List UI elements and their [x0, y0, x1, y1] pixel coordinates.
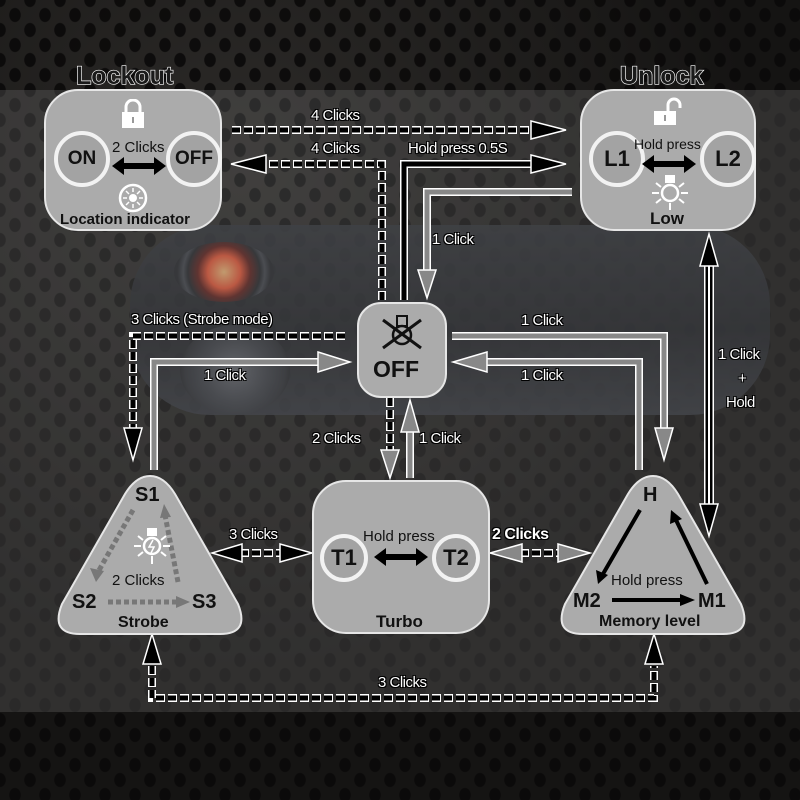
state-on: ON [54, 131, 110, 187]
label-off-to-memory: 1 Click [521, 312, 563, 329]
double-arrow-icon [642, 155, 696, 173]
strobe-transition-label: 2 Clicks [112, 572, 165, 589]
memory-caption: Memory level [599, 613, 701, 630]
location-indicator-caption: Location indicator [60, 211, 191, 228]
label-off-to-turbo: 2 Clicks [312, 430, 361, 447]
label-unlock-memory-plus: + [738, 370, 747, 387]
turbo-caption: Turbo [376, 612, 423, 631]
lockout-node[interactable]: ON OFF 2 Clicks Location indicator [44, 89, 222, 231]
turbo-node[interactable]: T1 T2 Hold press Turbo [312, 480, 490, 634]
label-off-to-strobe: 3 Clicks (Strobe mode) [131, 311, 273, 328]
unlock-title: Unlock [619, 61, 704, 90]
unlock-node[interactable]: L1 L2 Hold press Low [580, 89, 756, 231]
memory-node[interactable]: H Hold press M2 M1 Memory level [563, 476, 743, 634]
arrow-off-to-unlock [400, 154, 567, 300]
state-l1: L1 [589, 131, 645, 187]
arrow-memory-strobe-bottom [141, 631, 665, 702]
state-off: OFF [166, 131, 222, 187]
strobe-caption: Strobe [118, 614, 169, 631]
strobe-s2: S2 [72, 591, 97, 613]
arrow-off-to-lockout [230, 154, 386, 300]
arrow-strobe-to-off [150, 350, 353, 470]
turbo-transition-label: Hold press [363, 528, 435, 545]
state-t1: T1 [320, 534, 368, 582]
state-t2: T2 [432, 534, 480, 582]
double-arrow-icon [112, 157, 166, 175]
memory-h: H [643, 484, 658, 506]
label-off-to-lockout: 4 Clicks [311, 140, 360, 157]
arrow-off-to-memory [452, 332, 674, 463]
arrow-memory-to-off [450, 350, 643, 470]
padlock-open-icon [654, 97, 682, 125]
memory-m2: M2 [573, 590, 601, 612]
arrow-unlock-to-off [416, 188, 572, 301]
label-memory-to-off: 1 Click [521, 367, 563, 384]
label-turbo-memory: 2 Clicks [492, 526, 549, 543]
label-unlock-to-off: 1 Click [432, 231, 474, 248]
strobe-node[interactable]: S1 2 Clicks S2 S3 Strobe [60, 476, 240, 634]
arrow-off-to-strobe [123, 332, 345, 463]
strobe-s3: S3 [192, 591, 217, 613]
location-indicator-icon [118, 183, 148, 213]
label-strobe-to-off: 1 Click [204, 367, 246, 384]
lockout-title: Lockout [75, 61, 174, 90]
bulb-glow-icon [652, 175, 688, 210]
bulb-crossed-icon [382, 315, 422, 350]
memory-m1: M1 [698, 590, 726, 612]
arrow-turbo-to-off [400, 397, 420, 478]
arrow-off-to-turbo [379, 398, 401, 481]
double-arrow-icon [374, 548, 428, 566]
label-memory-strobe-bottom: 3 Clicks [378, 674, 427, 691]
unlock-transition-label: Hold press [634, 136, 701, 152]
off-node[interactable]: OFF [357, 302, 447, 398]
strobe-bulb-icon [134, 528, 170, 564]
lockout-transition-label: 2 Clicks [112, 139, 165, 156]
off-label: OFF [373, 356, 419, 382]
padlock-closed-icon [122, 99, 144, 128]
strobe-s1: S1 [135, 484, 160, 506]
headlamp-switch-glow [174, 242, 274, 302]
label-turbo-to-off: 1 Click [419, 430, 461, 447]
label-lockout-to-unlock: 4 Clicks [311, 107, 360, 124]
low-caption: Low [650, 209, 684, 228]
memory-transition-label: Hold press [611, 572, 683, 589]
label-off-to-unlock: Hold press 0.5S [408, 140, 508, 157]
arrow-lockout-to-unlock [232, 120, 567, 140]
label-unlock-memory-1: 1 Click [718, 346, 760, 363]
state-l2: L2 [700, 131, 756, 187]
label-unlock-memory-2: Hold [726, 394, 755, 411]
